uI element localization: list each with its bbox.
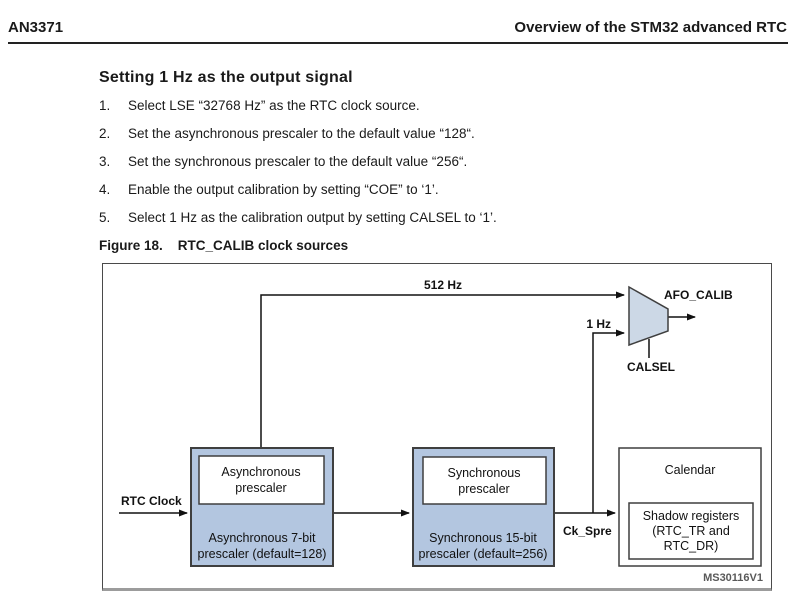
calib-mux xyxy=(628,285,669,347)
step-text: Select LSE “32768 Hz” as the RTC clock s… xyxy=(128,98,420,113)
label-rtc-clock: RTC Clock xyxy=(121,494,182,508)
step-text: Set the synchronous prescaler to the def… xyxy=(128,154,468,169)
page-title: Overview of the STM32 advanced RTC xyxy=(514,19,787,36)
list-item: 4. Enable the output calibration by sett… xyxy=(99,178,659,206)
shadow-registers-box xyxy=(628,502,754,560)
shadow-registers-label: Shadow registers xyxy=(643,509,740,523)
list-item: 1. Select LSE “32768 Hz” as the RTC cloc… xyxy=(99,94,659,122)
step-text: Set the asynchronous prescaler to the de… xyxy=(128,126,475,141)
step-number: 3. xyxy=(99,154,111,169)
label-calsel: CALSEL xyxy=(627,360,675,374)
step-number: 5. xyxy=(99,210,111,225)
wire-1hz xyxy=(592,329,625,513)
label-512hz: 512 Hz xyxy=(424,278,462,292)
shadow-registers-label: RTC_DR) xyxy=(664,539,719,553)
label-afo-calib: AFO_CALIB xyxy=(664,288,733,302)
header-rule xyxy=(8,42,788,44)
sync-caption: Synchronous 15-bit xyxy=(429,531,537,545)
doc-id: AN3371 xyxy=(8,19,64,36)
step-number: 1. xyxy=(99,98,111,113)
rtc-calib-diagram: Asynchronous prescaler Asynchronous 7-bi… xyxy=(119,278,763,584)
figure-frame: Asynchronous prescaler Asynchronous 7-bi… xyxy=(102,263,772,591)
sync-inner-label: prescaler xyxy=(458,482,509,496)
step-text: Enable the output calibration by setting… xyxy=(128,182,439,197)
figure-label: Figure 18. xyxy=(99,238,163,253)
wire-512hz xyxy=(260,291,625,448)
async-inner-label: prescaler xyxy=(235,481,286,495)
async-inner-label: Asynchronous xyxy=(221,465,300,479)
figure-watermark: MS30116V1 xyxy=(703,572,763,584)
list-item: 2. Set the asynchronous prescaler to the… xyxy=(99,122,659,150)
calendar-title: Calendar xyxy=(665,463,716,477)
shadow-registers-label: (RTC_TR and xyxy=(652,524,730,538)
async-prescaler-inner-box xyxy=(198,455,325,505)
steps-list: 1. Select LSE “32768 Hz” as the RTC cloc… xyxy=(99,94,659,234)
figure-title: RTC_CALIB clock sources xyxy=(177,238,349,253)
list-item: 5. Select 1 Hz as the calibration output… xyxy=(99,206,659,234)
async-caption: prescaler (default=128) xyxy=(198,547,327,561)
figure-caption: Figure 18. RTC_CALIB clock sources xyxy=(99,238,348,253)
sync-caption: prescaler (default=256) xyxy=(419,547,548,561)
sync-inner-label: Synchronous xyxy=(448,466,521,480)
list-item: 3. Set the synchronous prescaler to the … xyxy=(99,150,659,178)
step-text: Select 1 Hz as the calibration output by… xyxy=(128,210,497,225)
sync-prescaler-inner-box xyxy=(422,456,547,505)
section-heading: Setting 1 Hz as the output signal xyxy=(99,69,353,86)
step-number: 2. xyxy=(99,126,111,141)
label-ck-spre: Ck_Spre xyxy=(563,524,612,538)
step-number: 4. xyxy=(99,182,111,197)
label-1hz: 1 Hz xyxy=(586,317,611,331)
async-caption: Asynchronous 7-bit xyxy=(208,531,316,545)
